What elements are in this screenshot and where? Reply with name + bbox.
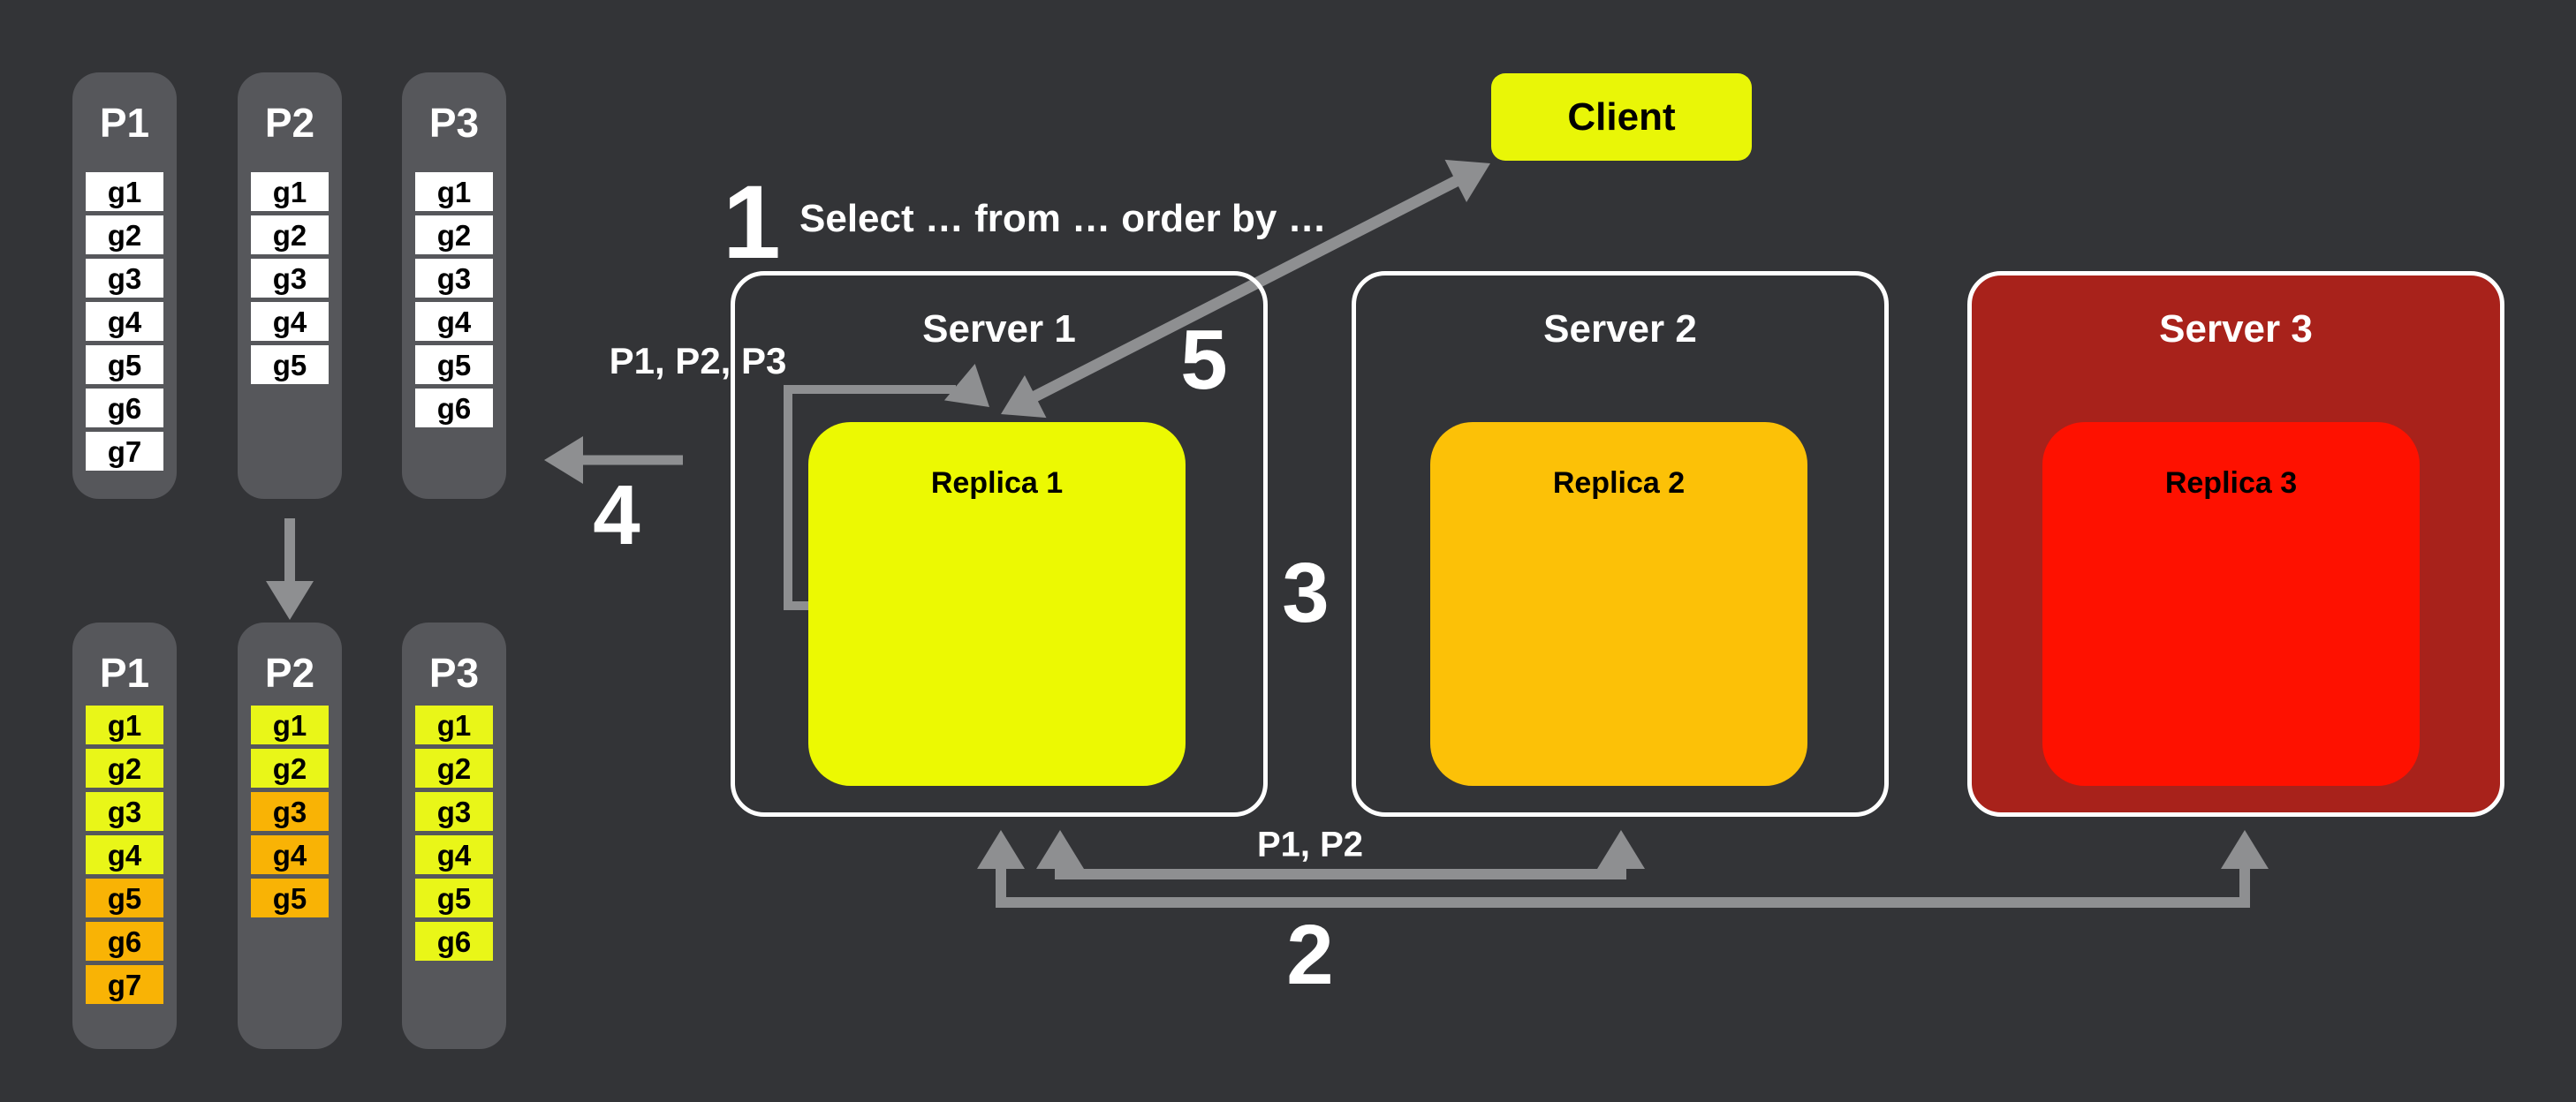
scatter-arrowhead-server1-inner bbox=[1036, 830, 1084, 869]
partition-cell: g3 bbox=[86, 259, 163, 298]
partition-cell: g6 bbox=[86, 922, 163, 961]
partition-cell: g5 bbox=[415, 345, 493, 384]
partition-title: P2 bbox=[264, 100, 315, 146]
partition-cell: g5 bbox=[251, 879, 329, 917]
step-3-number: 3 bbox=[1282, 546, 1330, 640]
partition-cell: g3 bbox=[415, 259, 493, 298]
partition-cell: g3 bbox=[415, 792, 493, 831]
partition-column-p2: P2 g1 g2 g3 g4 g5 bbox=[238, 623, 342, 1049]
partition-cell: g5 bbox=[86, 879, 163, 917]
replica-1-box: Replica 1 bbox=[808, 422, 1186, 786]
partition-cells: g1 g2 g3 g4 g5 bbox=[238, 706, 342, 922]
partition-cell: g2 bbox=[86, 215, 163, 254]
partition-cell: g7 bbox=[86, 432, 163, 471]
partitions-request-label: P1, P2 bbox=[1256, 825, 1364, 864]
partitions-merge-label: P1, P2, P3 bbox=[609, 340, 787, 381]
server-2-label: Server 2 bbox=[1543, 307, 1697, 351]
partition-cell: g6 bbox=[415, 389, 493, 427]
partition-cells: g1 g2 g3 g4 g5 g6 bbox=[402, 706, 506, 965]
replica-2-box: Replica 2 bbox=[1430, 422, 1807, 786]
scatter-arrowhead-server1-outer bbox=[977, 830, 1025, 869]
client-box: Client bbox=[1491, 73, 1752, 161]
partition-cell: g2 bbox=[251, 215, 329, 254]
partition-title: P3 bbox=[428, 100, 480, 146]
partition-cell: g5 bbox=[86, 345, 163, 384]
partition-title: P3 bbox=[428, 650, 480, 696]
partition-cell: g4 bbox=[415, 302, 493, 341]
partition-column-p1: P1 g1 g2 g3 g4 g5 g6 g7 bbox=[72, 72, 177, 499]
replica-3-box: Replica 3 bbox=[2042, 422, 2420, 786]
replica-1-label: Replica 1 bbox=[930, 466, 1064, 500]
server-3-label: Server 3 bbox=[2159, 307, 2313, 351]
partition-cell: g5 bbox=[415, 879, 493, 917]
partition-cell: g6 bbox=[86, 389, 163, 427]
partition-cell: g3 bbox=[251, 259, 329, 298]
partition-cell: g1 bbox=[415, 172, 493, 211]
server-1-box: Server 1 bbox=[731, 271, 1268, 817]
partition-cell: g6 bbox=[415, 922, 493, 961]
partition-column-p2: P2 g1 g2 g3 g4 g5 bbox=[238, 72, 342, 499]
partition-cell: g4 bbox=[86, 302, 163, 341]
partition-column-p1: P1 g1 g2 g3 g4 g5 g6 g7 bbox=[72, 623, 177, 1049]
partition-cell: g7 bbox=[86, 965, 163, 1004]
partition-cell: g2 bbox=[251, 749, 329, 788]
partition-cell: g2 bbox=[86, 749, 163, 788]
partition-cell: g2 bbox=[415, 749, 493, 788]
partition-title: P1 bbox=[99, 100, 150, 146]
partition-cell: g4 bbox=[415, 835, 493, 874]
partition-cells: g1 g2 g3 g4 g5 g6 g7 bbox=[72, 172, 177, 475]
partition-cell: g1 bbox=[251, 172, 329, 211]
partition-title: P2 bbox=[264, 650, 315, 696]
partition-cell: g3 bbox=[86, 792, 163, 831]
step4-arrowhead bbox=[544, 436, 583, 484]
query-text: Select … from … order by … bbox=[799, 197, 1327, 240]
partition-title: P1 bbox=[99, 650, 150, 696]
partition-cell: g3 bbox=[251, 792, 329, 831]
step-5-number: 5 bbox=[1180, 313, 1228, 407]
sort-arrowhead bbox=[266, 581, 314, 620]
step-1-number: 1 bbox=[723, 164, 781, 281]
partition-cell: g4 bbox=[251, 302, 329, 341]
partition-column-p3: P3 g1 g2 g3 g4 g5 g6 bbox=[402, 623, 506, 1049]
partition-column-p3: P3 g1 g2 g3 g4 g5 g6 bbox=[402, 72, 506, 499]
step-2-number: 2 bbox=[1286, 908, 1334, 1002]
partition-cell: g4 bbox=[251, 835, 329, 874]
partition-cells: g1 g2 g3 g4 g5 g6 g7 bbox=[72, 706, 177, 1008]
scatter-arrowhead-server2 bbox=[1597, 830, 1645, 869]
scatter-arrow-server3 bbox=[996, 849, 2250, 908]
partition-cell: g5 bbox=[251, 345, 329, 384]
server-2-box: Server 2 bbox=[1352, 271, 1889, 817]
step-4-number: 4 bbox=[593, 468, 640, 562]
partition-cell: g1 bbox=[86, 706, 163, 744]
partition-cell: g4 bbox=[86, 835, 163, 874]
partition-cell: g1 bbox=[415, 706, 493, 744]
partition-cells: g1 g2 g3 g4 g5 bbox=[238, 172, 342, 389]
partition-cell: g1 bbox=[251, 706, 329, 744]
partition-cell: g1 bbox=[86, 172, 163, 211]
server-1-label: Server 1 bbox=[922, 307, 1076, 351]
scatter-arrowhead-server3 bbox=[2221, 830, 2269, 869]
replica-2-label: Replica 2 bbox=[1552, 466, 1686, 500]
partition-cells: g1 g2 g3 g4 g5 g6 bbox=[402, 172, 506, 432]
partition-cell: g2 bbox=[415, 215, 493, 254]
replica-3-label: Replica 3 bbox=[2164, 466, 2298, 500]
